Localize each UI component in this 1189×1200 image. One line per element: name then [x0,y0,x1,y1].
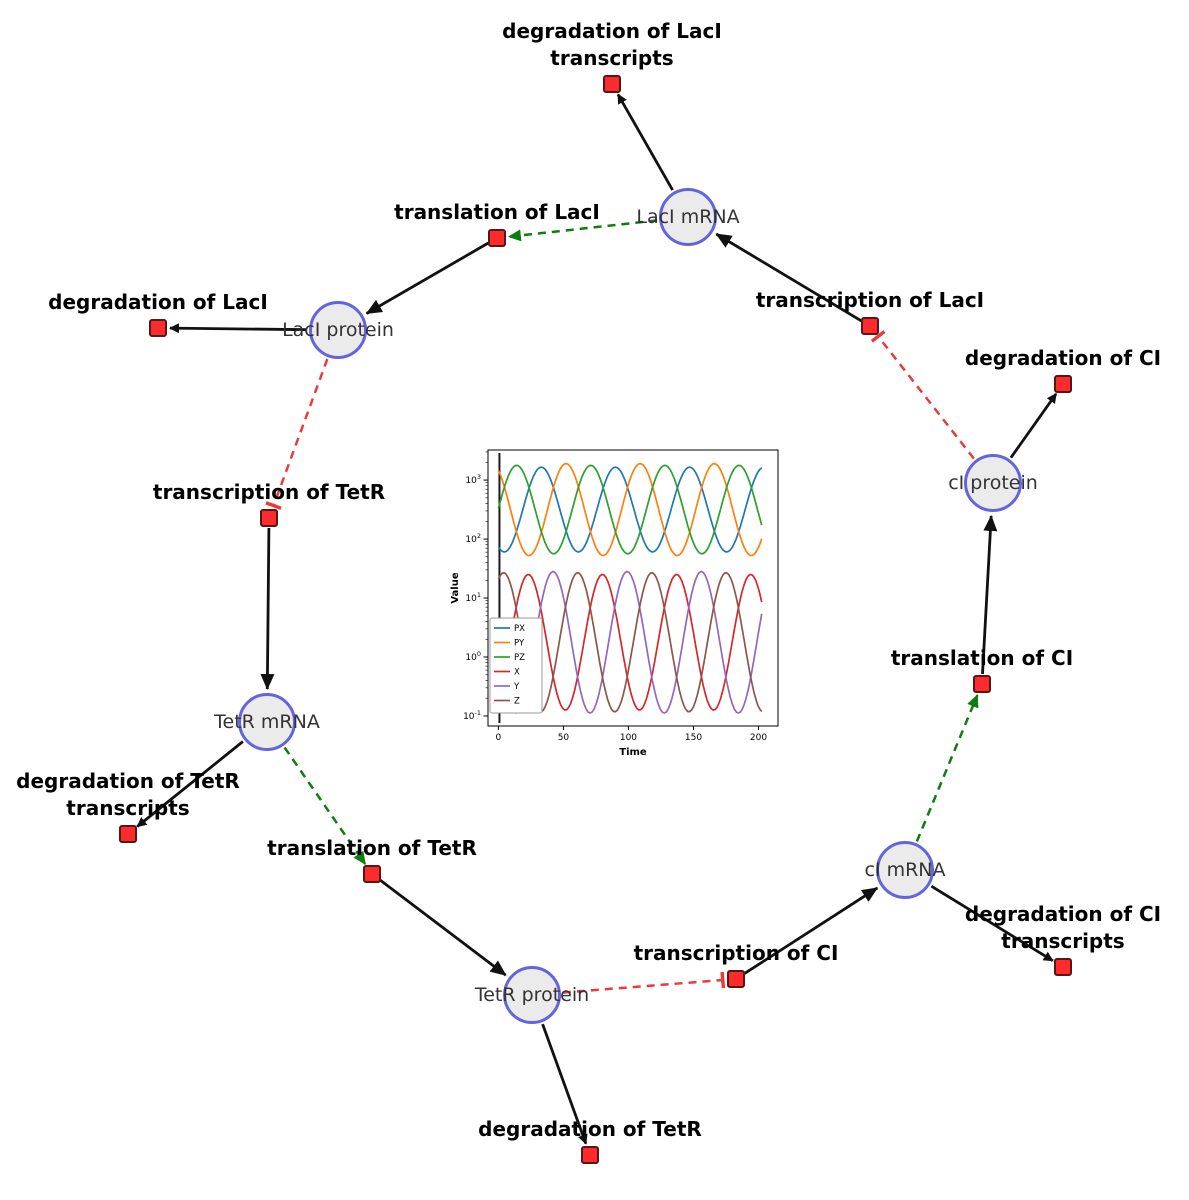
species-node-tetr_protein: TetR protein [475,966,589,1024]
reaction-label-txn_tetr: transcription of TetR [152,480,386,504]
reaction-node-txn_laci [861,317,879,335]
y-tick-label: 101 [465,591,481,604]
chart-x-axis: 0 50 100 150 200 [496,726,767,743]
reaction-label-txn_laci: transcription of LacI [755,288,985,312]
y-tick-label: 10-1 [463,709,481,722]
species-node-laci_mrna: LacI mRNA [636,188,740,246]
x-tick-label: 0 [496,733,502,743]
species-node-ci_mrna: cI mRNA [865,841,946,899]
edge-reactant-tetr_mrna-to-deg_tetr_tx [136,740,244,828]
chart-series-PX [497,466,763,553]
chart-y-axis: 10-1 100 101 102 103 [463,451,488,722]
edge-reactant-ci_protein-to-deg_ci [1009,392,1058,459]
x-tick-label: 150 [685,733,702,743]
reaction-node-deg_tetr_tx [119,825,137,843]
reaction-node-tln_ci [973,675,991,693]
species-label-laci_protein: LacI protein [282,319,394,341]
legend-label-PY: PY [514,639,525,649]
species-label-ci_mrna: cI mRNA [864,859,946,881]
reaction-label-tln_ci: translation of CI [890,646,1074,670]
reaction-label-deg_tetr: degradation of TetR [478,1117,702,1141]
chart-series-X [497,573,763,711]
species-label-tetr_protein: TetR protein [474,984,590,1006]
legend-label-Y: Y [513,682,520,692]
edge-production-tln_tetr-to-tetr_protein [379,878,507,977]
chart-ylabel: Value [450,572,461,603]
x-tick-label: 50 [558,733,570,743]
reaction-label-tln_laci: translation of LacI [394,200,600,224]
species-node-ci_protein: cI protein [948,454,1038,512]
edges [136,93,1058,1145]
reaction-node-deg_tetr [581,1146,599,1164]
reaction-node-tln_tetr [363,865,381,883]
reaction-node-deg_laci [149,319,167,337]
species-label-ci_protein: cI protein [948,472,1038,494]
species-label-laci_mrna: LacI mRNA [636,206,740,228]
edge-inhibition-tetr_protein-to-txn_ci [562,971,726,994]
edge-modifier-ci_mrna-to-tln_ci [915,694,979,842]
y-tick-label: 100 [465,650,481,663]
legend-label-PZ: PZ [514,653,525,663]
reaction-label-tln_tetr: translation of TetR [267,836,477,860]
edge-production-tln_laci-to-laci_protein [365,241,490,315]
legend-label-Z: Z [514,697,520,707]
chart-series-Y [497,570,763,714]
edge-inhibition-ci_protein-to-txn_laci [870,330,975,460]
legend-label-PX: PX [514,624,525,634]
species-label-tetr_mrna: TetR mRNA [214,711,320,733]
reaction-label-deg_ci: degradation of CI [964,346,1162,370]
chart-xlabel: Time [619,747,647,758]
legend-label-X: X [514,668,520,678]
reaction-node-deg_laci_tx [603,75,621,93]
edge-production-tln_ci-to-ci_protein [981,515,998,675]
species-node-tetr_mrna: TetR mRNA [214,693,320,751]
reaction-node-tln_laci [488,229,506,247]
edge-production-txn_tetr-to-tetr_mrna [260,527,275,690]
chart-series-PZ [497,464,763,555]
reaction-node-deg_ci_tx [1054,958,1072,976]
edge-reactant-laci_protein-to-deg_laci [169,323,308,334]
y-tick-label: 102 [465,532,481,545]
edge-reactant-tetr_protein-to-deg_tetr [541,1023,588,1145]
chart-series-PY [497,462,763,557]
edge-modifier-laci_mrna-to-tln_laci [507,219,658,242]
reaction-node-txn_tetr [260,509,278,527]
edge-modifier-tetr_mrna-to-tln_tetr [283,746,367,865]
reaction-node-txn_ci [727,970,745,988]
x-tick-label: 100 [620,733,637,743]
species-node-laci_protein: LacI protein [282,301,394,359]
edge-reactant-laci_mrna-to-deg_laci_tx [616,93,674,191]
reaction-label-deg_laci: degradation of LacI [48,290,268,314]
chart-legend: PX PY PZ XYZ [489,617,543,714]
edge-production-txn_ci-to-ci_mrna [743,886,879,975]
reaction-node-deg_ci [1054,375,1072,393]
edge-inhibition-laci_protein-to-txn_tetr [265,358,329,510]
reaction-label-txn_ci: transcription of CI [633,941,839,965]
edge-production-txn_laci-to-laci_mrna [715,232,863,323]
y-tick-label: 103 [465,473,481,486]
x-tick-label: 200 [750,733,767,743]
edge-reactant-ci_mrna-to-deg_ci_tx [930,885,1054,962]
